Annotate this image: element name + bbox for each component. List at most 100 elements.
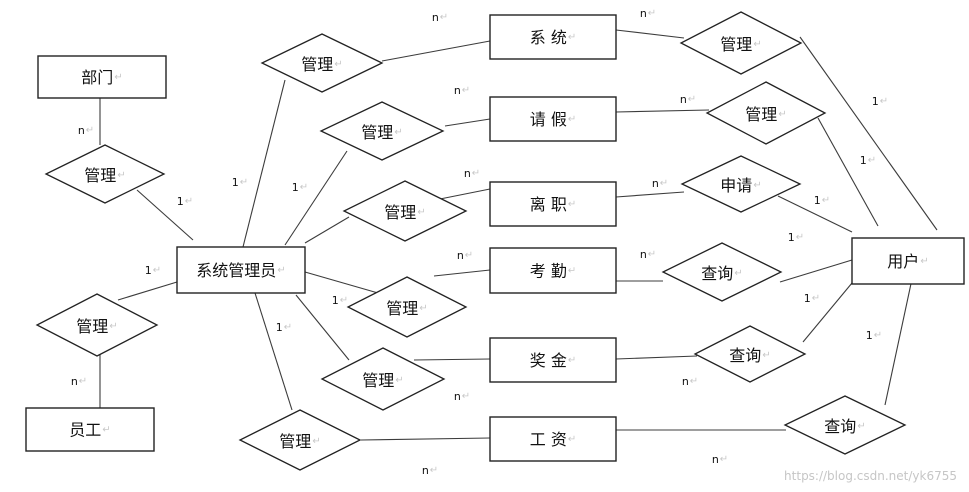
edit-mark: ↵ bbox=[568, 265, 576, 276]
edit-mark: ↵ bbox=[568, 355, 576, 366]
connector-line bbox=[413, 358, 491, 361]
relation-manage-salary: 管理↵ bbox=[238, 409, 362, 471]
edit-mark: ↵ bbox=[857, 421, 865, 432]
connector-line bbox=[360, 437, 491, 441]
entity-system-admin: 系统管理员↵ bbox=[176, 246, 306, 294]
edit-mark: ↵ bbox=[79, 376, 87, 387]
edit-mark: ↵ bbox=[86, 125, 94, 136]
edit-mark: ↵ bbox=[430, 465, 438, 476]
cardinality-many: n↵ bbox=[640, 248, 656, 261]
edit-mark: ↵ bbox=[462, 85, 470, 96]
relation-query-bonus: 查询↵ bbox=[693, 325, 807, 383]
entity-box bbox=[489, 247, 617, 294]
entity-label: 奖 金 bbox=[530, 351, 567, 370]
cardinality-many: n↵ bbox=[454, 390, 470, 403]
connector-line bbox=[304, 271, 379, 294]
svg-text:查询↵: 查询↵ bbox=[824, 417, 865, 436]
entity-box bbox=[851, 237, 965, 285]
entity-attendance: 考 勤↵ bbox=[489, 247, 617, 294]
cardinality-many: n↵ bbox=[71, 375, 87, 388]
cardinality-value: n bbox=[457, 249, 464, 262]
relation-diamond bbox=[44, 144, 166, 204]
connector-line bbox=[304, 216, 350, 244]
edit-mark: ↵ bbox=[688, 94, 696, 105]
cardinality-value: 1 bbox=[804, 292, 811, 305]
cardinality-value: n bbox=[640, 248, 647, 261]
relation-label: 管理 bbox=[84, 166, 116, 185]
connector-line bbox=[802, 282, 853, 343]
relation-apply-resignation: 申请↵ bbox=[680, 155, 802, 213]
cardinality-value: n bbox=[680, 93, 687, 106]
entity-box bbox=[489, 96, 617, 142]
entity-label: 考 勤 bbox=[530, 261, 567, 280]
relation-diamond bbox=[705, 81, 827, 145]
entity-salary: 工 资↵ bbox=[489, 416, 617, 462]
cardinality-value: n bbox=[712, 453, 719, 466]
relation-manage-system: 管理↵ bbox=[260, 33, 384, 93]
edit-mark: ↵ bbox=[185, 196, 193, 207]
svg-text:用户↵: 用户↵ bbox=[887, 252, 928, 271]
entity-leave: 请 假↵ bbox=[489, 96, 617, 142]
edit-mark: ↵ bbox=[300, 182, 308, 193]
connector-line bbox=[817, 117, 879, 227]
svg-text:部门↵: 部门↵ bbox=[81, 68, 122, 87]
svg-text:离 职↵: 离 职↵ bbox=[530, 195, 576, 214]
cardinality-value: 1 bbox=[276, 321, 283, 334]
connector-line bbox=[295, 294, 350, 361]
relation-diamond bbox=[693, 325, 807, 383]
entity-box bbox=[489, 14, 617, 60]
relation-manage-department: 管理↵ bbox=[44, 144, 166, 204]
connector-line bbox=[615, 355, 698, 360]
relation-label: 查询 bbox=[701, 264, 733, 283]
edit-mark: ↵ bbox=[102, 424, 110, 435]
svg-text:系统管理员↵: 系统管理员↵ bbox=[196, 261, 285, 280]
relation-diamond bbox=[260, 33, 384, 93]
entity-box bbox=[176, 246, 306, 294]
edit-mark: ↵ bbox=[874, 330, 882, 341]
relation-manage-leave: 管理↵ bbox=[319, 101, 445, 161]
connector-line bbox=[615, 109, 710, 113]
edit-mark: ↵ bbox=[753, 39, 761, 50]
relation-label: 管理 bbox=[279, 432, 311, 451]
cardinality-many: n↵ bbox=[640, 7, 656, 20]
entity-box bbox=[489, 181, 617, 227]
svg-text:管理↵: 管理↵ bbox=[361, 123, 402, 142]
edit-mark: ↵ bbox=[568, 32, 576, 43]
entity-box bbox=[25, 407, 155, 452]
relation-query-salary: 查询↵ bbox=[783, 395, 907, 455]
edit-mark: ↵ bbox=[822, 195, 830, 206]
svg-text:查询↵: 查询↵ bbox=[701, 264, 742, 283]
relation-label: 管理 bbox=[720, 35, 752, 54]
cardinality-many: n↵ bbox=[457, 249, 473, 262]
connector-line bbox=[136, 189, 194, 241]
connector-line bbox=[615, 29, 685, 39]
edit-mark: ↵ bbox=[465, 250, 473, 261]
cardinality-one: 1↵ bbox=[232, 176, 248, 189]
relation-manage-resignation: 管理↵ bbox=[342, 180, 468, 242]
edit-mark: ↵ bbox=[920, 256, 928, 267]
svg-text:管理↵: 管理↵ bbox=[745, 105, 786, 124]
relation-label: 管理 bbox=[362, 371, 394, 390]
svg-text:考 勤↵: 考 勤↵ bbox=[530, 261, 576, 280]
cardinality-value: n bbox=[682, 375, 689, 388]
svg-text:请 假↵: 请 假↵ bbox=[530, 110, 576, 129]
svg-text:管理↵: 管理↵ bbox=[301, 55, 342, 74]
edit-mark: ↵ bbox=[417, 207, 425, 218]
cardinality-one: 1↵ bbox=[860, 154, 876, 167]
edit-mark: ↵ bbox=[440, 12, 448, 23]
connector-line bbox=[254, 292, 293, 411]
svg-text:管理↵: 管理↵ bbox=[76, 317, 117, 336]
cardinality-many: n↵ bbox=[680, 93, 696, 106]
connector-line bbox=[381, 40, 491, 62]
edit-mark: ↵ bbox=[284, 322, 292, 333]
cardinality-many: n↵ bbox=[464, 167, 480, 180]
cardinality-one: 1↵ bbox=[292, 181, 308, 194]
edit-mark: ↵ bbox=[312, 436, 320, 447]
relation-diamond bbox=[783, 395, 907, 455]
svg-text:奖 金↵: 奖 金↵ bbox=[530, 351, 576, 370]
relation-query-attendance: 查询↵ bbox=[661, 242, 783, 302]
cardinality-many: n↵ bbox=[652, 177, 668, 190]
relation-label: 管理 bbox=[361, 123, 393, 142]
relation-label: 查询 bbox=[729, 346, 761, 365]
